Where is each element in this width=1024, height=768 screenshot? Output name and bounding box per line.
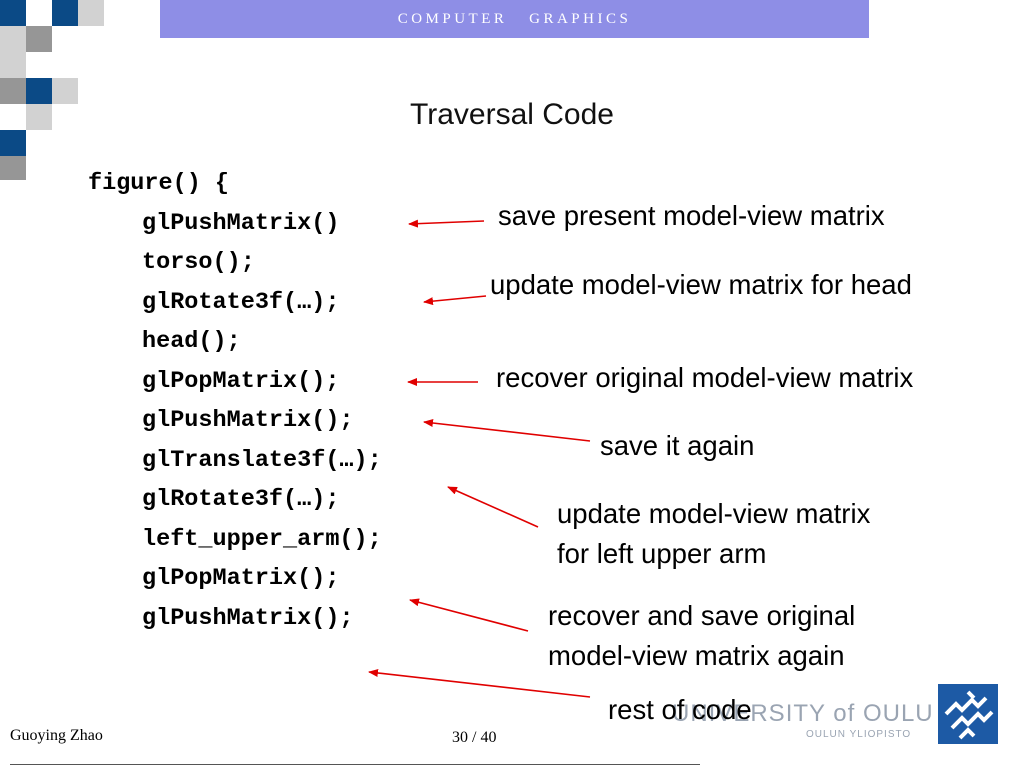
footer-author: Guoying Zhao (10, 727, 103, 744)
code-line: left_upper_arm(); (142, 526, 382, 553)
arrow (423, 295, 487, 306)
decor-square (26, 78, 52, 104)
header-title: COMPUTER GRAPHICS (397, 10, 632, 27)
university-logo-icon (938, 684, 998, 744)
decor-square (0, 78, 26, 104)
university-name: UNIVERSITY of OULU (672, 700, 934, 727)
code-line: glPushMatrix(); (142, 605, 354, 632)
arrow (409, 598, 529, 632)
annotation-text: recover original model-view matrix (496, 362, 914, 393)
university-subname: OULUN YLIOPISTO (806, 729, 912, 740)
decor-square (0, 0, 26, 26)
code-line: glPushMatrix() (142, 210, 340, 237)
arrow (447, 486, 539, 528)
annotation-text: save present model-view matrix (498, 200, 885, 231)
annotation-text: update model-view matrix for left upper … (557, 498, 871, 569)
decor-square (52, 0, 78, 26)
decor-square (0, 130, 26, 156)
page-number: 30 / 40 (452, 729, 497, 746)
arrow (423, 419, 591, 442)
decor-square (52, 78, 78, 104)
decor-square (0, 52, 26, 78)
code-line: glTranslate3f(…); (142, 447, 382, 474)
arrow (368, 669, 591, 698)
code-line: figure() { (88, 170, 230, 197)
footer-divider (10, 764, 700, 765)
code-line: glPopMatrix(); (142, 565, 340, 592)
decor-square (26, 104, 52, 130)
maze-icon (944, 690, 994, 740)
annotation-text: rest of code (608, 694, 752, 725)
annotation-text: recover and save original model-view mat… (548, 600, 856, 671)
arrow (408, 219, 485, 228)
code-line: glPopMatrix(); (142, 368, 340, 395)
code-line: glRotate3f(…); (142, 486, 340, 513)
code-line: head(); (142, 328, 241, 355)
slide-title: Traversal Code (410, 98, 614, 131)
code-line: glPushMatrix(); (142, 407, 354, 434)
decor-square (26, 26, 52, 52)
code-line: glRotate3f(…); (142, 289, 340, 316)
annotation-text: update model-view matrix for head (490, 269, 912, 300)
decor-square (0, 156, 26, 180)
header-bar: COMPUTER GRAPHICS (160, 0, 869, 38)
decor-square (0, 26, 26, 52)
decor-square (78, 0, 104, 26)
annotation-text: save it again (600, 430, 755, 461)
code-line: torso(); (142, 249, 255, 276)
